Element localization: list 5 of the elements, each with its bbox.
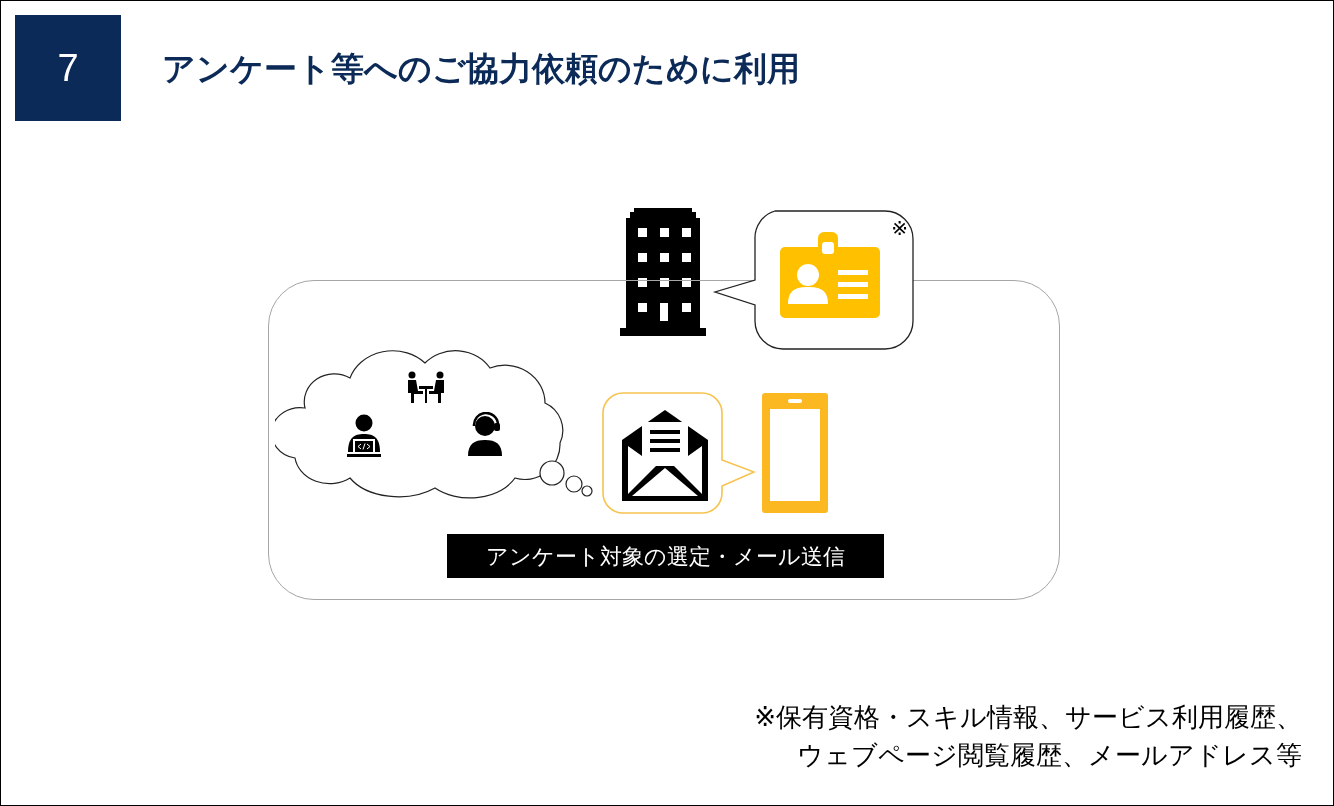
footnote: ※保有資格・スキル情報、サービス利用履歴、ウェブページ閲覧履歴、メールアドレス等 (753, 701, 1302, 772)
title: アンケート等へのご協力依頼のために利用 (162, 49, 800, 89)
note-mark: ※ (891, 218, 908, 238)
caption-label: アンケート対象の選定・メール送信 (447, 534, 884, 578)
number-badge: 7 (15, 15, 121, 121)
